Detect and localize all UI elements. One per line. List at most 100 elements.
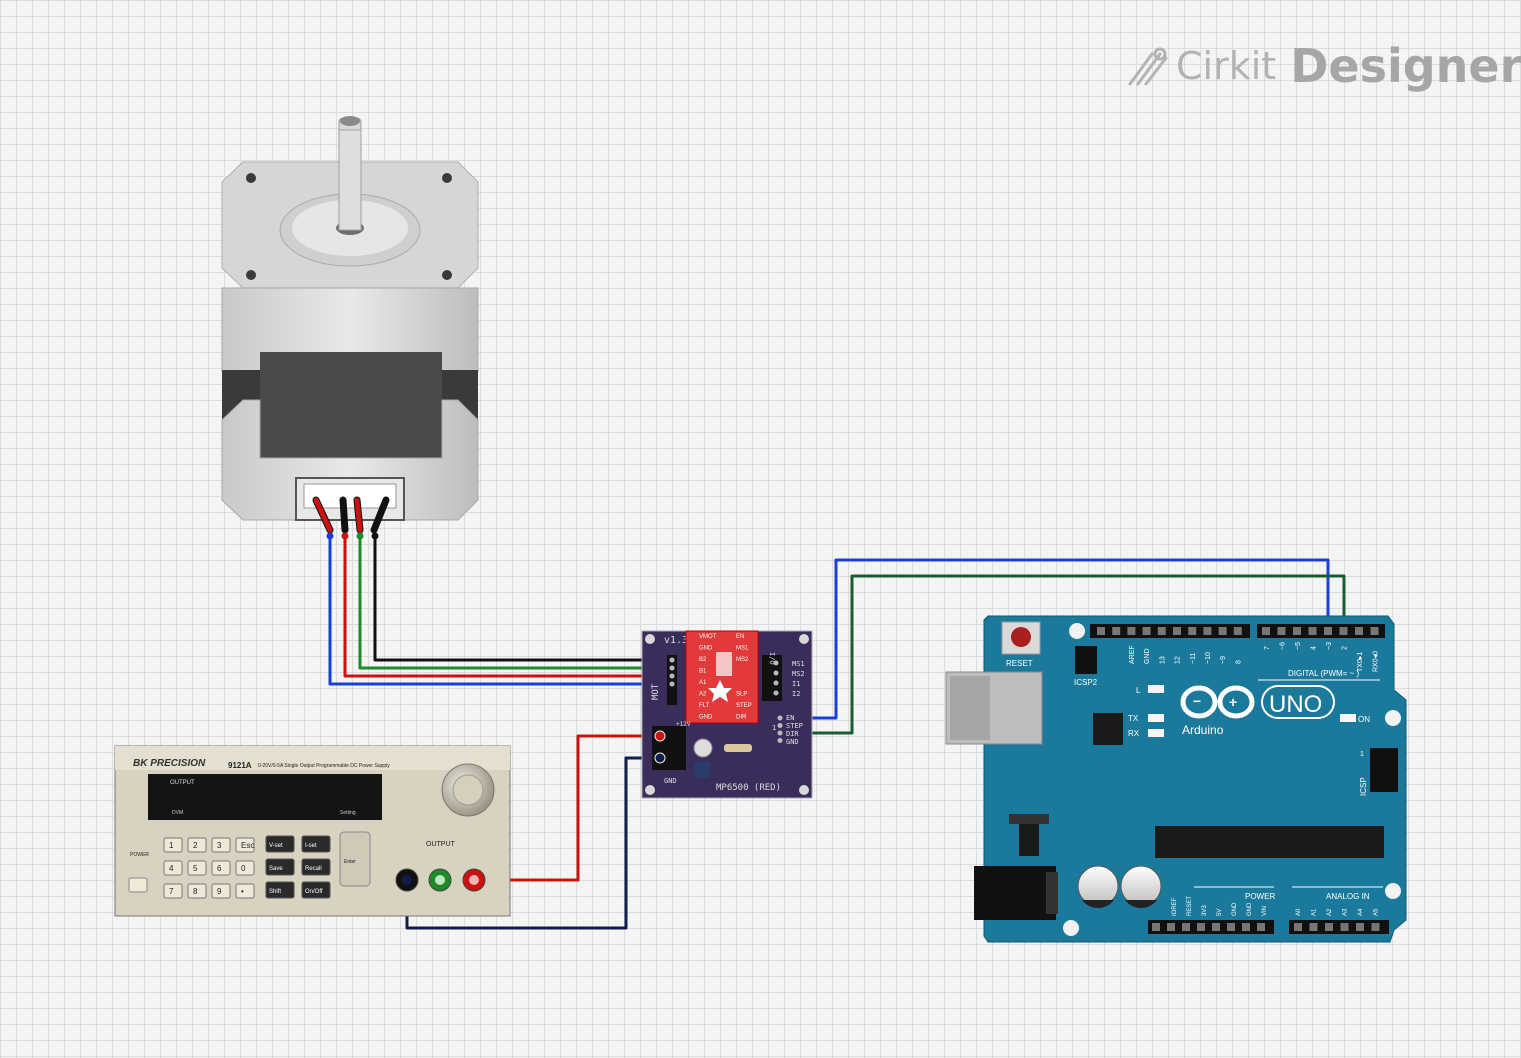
wire-green-motor[interactable]: [358, 536, 672, 670]
arduino-header-pin[interactable]: [1370, 627, 1379, 635]
psu-fn-key[interactable]: [301, 881, 331, 899]
psu-key[interactable]: [211, 837, 231, 853]
driver-ctrl-pin[interactable]: [777, 730, 783, 736]
wire-blue-motor[interactable]: [328, 536, 672, 686]
wire-black-motor[interactable]: [373, 536, 672, 662]
stepper-motor[interactable]: [221, 116, 479, 534]
arduino-uno-label: UNO: [1269, 691, 1322, 718]
arduino-header-pin[interactable]: [1324, 627, 1332, 635]
arduino-header-pin[interactable]: [1257, 923, 1265, 931]
arduino-led-rx-label: RX: [1128, 729, 1140, 738]
arduino-header-pin[interactable]: [1262, 627, 1270, 635]
wire-red-motor[interactable]: [343, 536, 672, 678]
driver-gnd-pin[interactable]: [654, 752, 666, 764]
driver-side-pin-label: I2: [792, 690, 800, 698]
driver-side-pin[interactable]: [773, 660, 779, 666]
arduino-header-pin[interactable]: [1142, 627, 1151, 635]
psu-key[interactable]: [163, 860, 183, 876]
arduino-header-power[interactable]: [1148, 920, 1274, 934]
psu-key[interactable]: [163, 883, 183, 899]
psu-key[interactable]: [163, 837, 183, 853]
arduino-header-pin[interactable]: [1308, 627, 1317, 635]
arduino-header-pin[interactable]: [1371, 923, 1380, 931]
psu-fn-key-label: I-set: [305, 843, 317, 849]
psu-key[interactable]: [187, 860, 207, 876]
motor-shaft-front: [338, 129, 362, 231]
arduino-header-pin[interactable]: [1152, 923, 1160, 931]
cirkit-designer-logo: Cirkit Designer: [1126, 36, 1521, 96]
arduino-header-pin[interactable]: [1127, 627, 1136, 635]
psu-fn-key[interactable]: [301, 835, 331, 853]
arduino-analog-label: ANALOG IN: [1326, 892, 1370, 901]
arduino-header-pin[interactable]: [1325, 923, 1333, 931]
psu-fn-key[interactable]: [265, 881, 295, 899]
arduino-header-pin[interactable]: [1212, 923, 1220, 931]
arduino-header-pin[interactable]: [1277, 627, 1286, 635]
driver-ctrl-pin-label: DIR: [786, 730, 799, 738]
wire-blue-step[interactable]: [780, 558, 1330, 720]
driver-side-pin[interactable]: [773, 680, 779, 686]
psu-key[interactable]: [211, 883, 231, 899]
arduino-power-jack[interactable]: [974, 866, 1056, 920]
driver-jumper-block[interactable]: [762, 655, 782, 701]
arduino-header-pin[interactable]: [1242, 923, 1250, 931]
arduino-header-pin[interactable]: [1233, 627, 1242, 635]
arduino-header-pin[interactable]: [1203, 627, 1212, 635]
arduino-header-pin[interactable]: [1355, 627, 1363, 635]
arduino-header-pin[interactable]: [1218, 627, 1227, 635]
arduino-header-pin[interactable]: [1157, 627, 1166, 635]
psu-fn-key[interactable]: [265, 835, 295, 853]
arduino-header-pin[interactable]: [1294, 923, 1302, 931]
arduino-pin-label: ~6: [1280, 642, 1287, 650]
driver-side-pin[interactable]: [773, 690, 779, 696]
psu-fn-key[interactable]: [301, 858, 331, 876]
arduino-header-pin[interactable]: [1097, 627, 1105, 635]
driver-potentiometer[interactable]: [693, 738, 713, 758]
wire-green-dir[interactable]: [780, 574, 1346, 735]
wire-red-power[interactable]: [478, 734, 658, 882]
arduino-header-pin[interactable]: [1188, 627, 1197, 635]
arduino-header-top-right[interactable]: [1257, 624, 1385, 638]
driver-chip-pin-left: GND: [699, 646, 713, 652]
psu-power-switch[interactable]: [128, 877, 148, 893]
psu-key[interactable]: [187, 883, 207, 899]
driver-mot-label: MOT: [651, 683, 661, 700]
arduino-pin-label: 8: [1235, 660, 1242, 664]
driver-vplus-pin[interactable]: [654, 730, 666, 742]
psu-key[interactable]: [187, 837, 207, 853]
power-supply[interactable]: BK PRECISION 9121A 0-20V/0-5A Single Out…: [114, 745, 511, 917]
arduino-header-pin[interactable]: [1227, 923, 1235, 931]
psu-key[interactable]: [235, 837, 255, 853]
driver-ctrl-pin[interactable]: [777, 715, 783, 721]
driver-ctrl-pin[interactable]: [777, 723, 783, 728]
psu-fn-key[interactable]: [265, 858, 295, 876]
driver-motor-header[interactable]: [667, 655, 677, 705]
driver-side-pin-label: MS2: [792, 670, 805, 678]
arduino-brand: Arduino: [1182, 723, 1224, 737]
arduino-header-pin[interactable]: [1112, 627, 1121, 635]
arduino-mcu-chip: [1155, 826, 1384, 858]
psu-key[interactable]: [235, 883, 255, 899]
arduino-header-pin[interactable]: [1309, 923, 1318, 931]
psu-key-label: 6: [217, 864, 222, 873]
driver-side-pin[interactable]: [773, 670, 779, 676]
psu-enter-pad[interactable]: [339, 831, 371, 887]
arduino-icsp2-header[interactable]: [1075, 646, 1097, 674]
driver-chip-pin-left: A1: [699, 680, 707, 686]
arduino-header-pin[interactable]: [1356, 923, 1364, 931]
driver-capacitor: [694, 762, 710, 778]
arduino-header-pin[interactable]: [1339, 627, 1348, 635]
arduino-header-pin[interactable]: [1340, 923, 1349, 931]
arduino-header-pin[interactable]: [1182, 923, 1190, 931]
arduino-header-pin[interactable]: [1173, 627, 1181, 635]
arduino-header-pin[interactable]: [1167, 923, 1175, 931]
driver-ctrl-pin[interactable]: [777, 738, 783, 743]
arduino-header-pin[interactable]: [1197, 923, 1205, 931]
arduino-header-pin[interactable]: [1293, 627, 1301, 635]
psu-key[interactable]: [211, 860, 231, 876]
arduino-icsp-header[interactable]: [1370, 748, 1398, 792]
psu-key[interactable]: [235, 860, 255, 876]
